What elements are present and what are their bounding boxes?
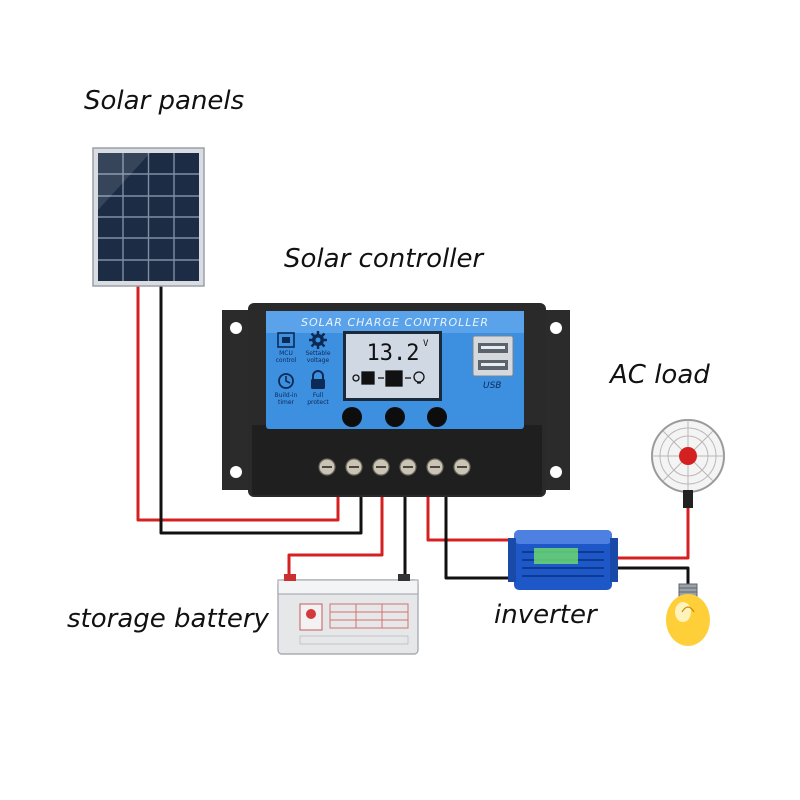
usb-port-icon <box>472 335 514 377</box>
solar-panel-icon <box>92 147 205 287</box>
lcd-status-icons <box>352 370 425 387</box>
ac-line-red <box>608 500 690 560</box>
feature-timer-line1: Build-in <box>275 392 298 399</box>
cpu-icon <box>277 332 295 348</box>
gear-icon <box>309 331 327 349</box>
controller-header-text: SOLAR CHARGE CONTROLLER <box>301 316 489 329</box>
inverter-label: inverter <box>494 600 597 630</box>
panel-positive-wire <box>136 286 340 522</box>
load-positive-wire <box>426 490 520 542</box>
controller-buttons <box>342 407 447 427</box>
usb-label: USB <box>483 381 501 391</box>
ac-line-black <box>608 566 690 585</box>
feature-timer-line2: timer <box>278 399 295 406</box>
feature-voltage-line2: voltage <box>307 357 330 364</box>
battery-icon <box>277 574 419 655</box>
battery-positive-wire <box>287 490 384 578</box>
panel-negative-wire <box>159 286 363 535</box>
feature-protect-line1: Full <box>313 392 324 399</box>
ac-load-label: AC load <box>610 360 710 390</box>
feature-voltage-line1: Settable <box>305 350 330 357</box>
inverter-icon <box>508 530 618 590</box>
solar-panels-label: Solar panels <box>84 86 245 116</box>
storage-battery-label: storage battery <box>67 604 269 634</box>
lcd-display: 13.2 V <box>343 331 442 401</box>
display-unit: V <box>423 339 429 349</box>
solar-charge-controller: SOLAR CHARGE CONTROLLER MCU control Sett… <box>222 303 570 497</box>
light-bulb-icon <box>666 583 710 646</box>
terminal-block <box>318 458 471 476</box>
solar-controller-label: Solar controller <box>284 244 484 274</box>
fan-icon <box>651 419 725 508</box>
feature-mcu-line2: control <box>276 357 297 364</box>
feature-mcu-line1: MCU <box>279 350 293 357</box>
feature-protect-line2: protect <box>307 399 329 406</box>
clock-icon <box>278 373 294 389</box>
lock-icon <box>311 370 325 389</box>
load-negative-wire <box>444 490 520 580</box>
wires <box>136 286 690 585</box>
display-value: 13.2 <box>367 341 420 366</box>
